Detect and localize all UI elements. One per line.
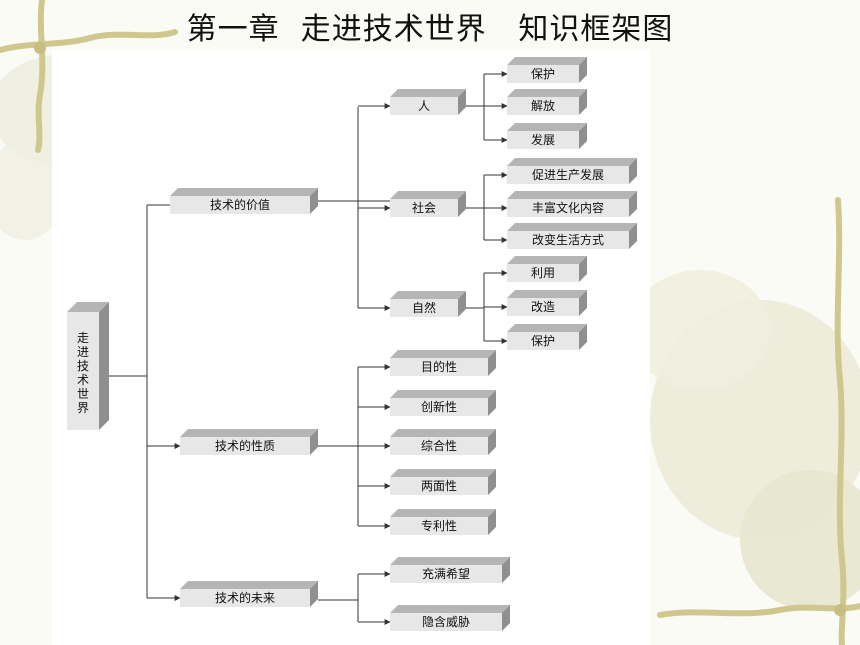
leaves_person-leaf-2-label: 发展 (531, 132, 555, 147)
diagram-nodes: 走进技术世界技术的价值技术的性质技术的未来人社会自然保护解放发展促进生产发展丰富… (67, 57, 637, 631)
level1-node-2-label: 技术的未来 (215, 590, 275, 605)
leaves_nature-leaf-2: 保护 (507, 324, 587, 350)
leaves_person-leaf-1-label: 解放 (531, 98, 555, 113)
level1-node-1: 技术的性质 (180, 429, 318, 455)
root-node-label: 走进技术世界 (77, 331, 89, 415)
leaves_nature-leaf-0: 利用 (507, 256, 587, 282)
page-title: 第一章 走进技术世界 知识框架图 (186, 12, 674, 47)
leaves_person-leaf-2: 发展 (507, 123, 587, 149)
leaves_nature_of_tech-leaf-2-label: 综合性 (421, 438, 457, 453)
leaves_future-leaf-1-label: 隐含威胁 (422, 614, 470, 629)
level2-node-1-label: 社会 (412, 200, 436, 215)
leaves_society-leaf-2-label: 改变生活方式 (532, 232, 604, 247)
root-node: 走进技术世界 (67, 302, 109, 430)
leaves_future-leaf-0: 充满希望 (390, 557, 510, 583)
connector-lines (99, 71, 508, 625)
level2-node-2-label: 自然 (412, 300, 436, 315)
leaves_nature_of_tech-leaf-4-label: 专利性 (421, 518, 457, 533)
leaves_nature-leaf-2-label: 保护 (531, 334, 555, 348)
level2-node-1: 社会 (390, 191, 466, 217)
leaves_society-leaf-1: 丰富文化内容 (507, 191, 637, 217)
level1-node-0: 技术的价值 (170, 188, 318, 214)
leaves_nature_of_tech-leaf-3-label: 两面性 (421, 479, 457, 493)
leaves_nature_of_tech-leaf-2: 综合性 (390, 429, 496, 455)
leaves_person-leaf-0-label: 保护 (531, 67, 555, 81)
leaves_nature-leaf-1: 改造 (507, 290, 587, 316)
leaves_society-leaf-1-label: 丰富文化内容 (532, 200, 604, 215)
leaves_society-leaf-0-label: 促进生产发展 (532, 167, 604, 182)
leaves_person-leaf-1: 解放 (507, 89, 587, 115)
level2-node-0-label: 人 (418, 99, 430, 113)
leaves_future-leaf-1: 隐含威胁 (390, 605, 510, 631)
leaves_nature_of_tech-leaf-1: 创新性 (390, 390, 496, 416)
leaves_nature_of_tech-leaf-0-label: 目的性 (421, 359, 457, 374)
leaves_society-leaf-2: 改变生活方式 (507, 223, 637, 249)
leaves_nature-leaf-1-label: 改造 (531, 300, 555, 314)
level1-node-2: 技术的未来 (180, 581, 318, 607)
leaves_nature-leaf-0-label: 利用 (531, 266, 555, 280)
leaves_person-leaf-0: 保护 (507, 57, 587, 83)
level2-node-2: 自然 (390, 291, 466, 317)
level1-node-0-label: 技术的价值 (210, 197, 270, 212)
level2-node-0: 人 (390, 89, 466, 115)
leaves_nature_of_tech-leaf-0: 目的性 (390, 350, 496, 376)
leaves_nature_of_tech-leaf-1-label: 创新性 (421, 399, 457, 414)
level1-node-1-label: 技术的性质 (215, 438, 275, 453)
leaves_nature_of_tech-leaf-3: 两面性 (390, 469, 496, 495)
leaves_future-leaf-0-label: 充满希望 (422, 566, 470, 581)
leaves_nature_of_tech-leaf-4: 专利性 (390, 509, 496, 535)
leaves_society-leaf-0: 促进生产发展 (507, 158, 637, 184)
